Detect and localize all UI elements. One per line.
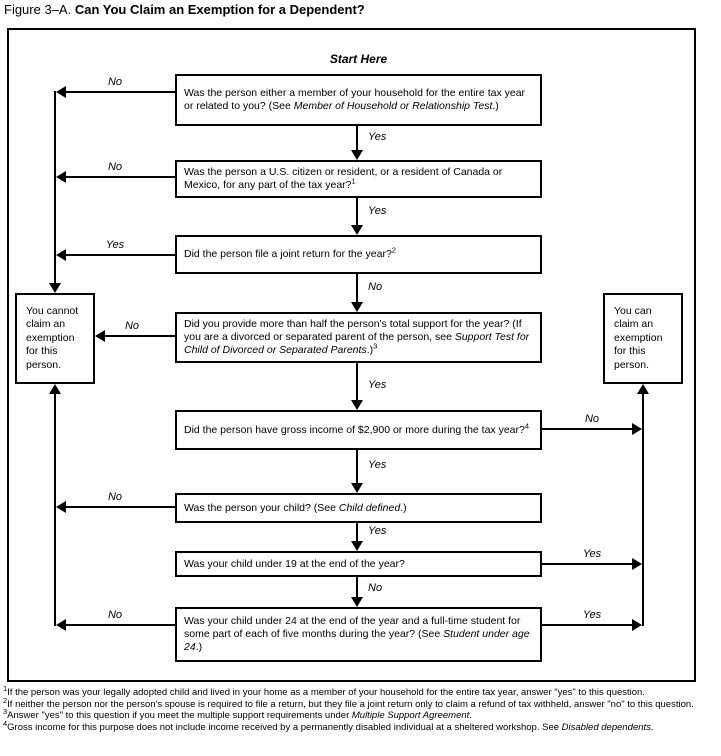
question-box-gross-income: Did the person have gross income of $2,9… xyxy=(175,410,542,450)
footnote-ref: 3 xyxy=(373,341,378,351)
q8-yes-line xyxy=(542,624,632,626)
q2-no-arrowhead xyxy=(56,171,66,183)
question-box-half-support: Did you provide more than half the perso… xyxy=(175,312,542,363)
connector-q2-q3-line xyxy=(356,198,358,225)
connector-q5-q6-line xyxy=(356,450,358,483)
connector-q2-q3-arrowhead xyxy=(351,225,363,235)
connector-q4-q5-arrowhead xyxy=(351,400,363,410)
label-q8-yes: Yes xyxy=(582,609,602,621)
question-text: Did you provide more than half the perso… xyxy=(184,318,530,356)
question-text: Was your child under 19 at the end of th… xyxy=(184,557,405,570)
q6-no-arrowhead xyxy=(56,501,66,513)
can-claim-trunk-line xyxy=(642,394,644,626)
question-text: Did the person file a joint return for t… xyxy=(184,245,396,260)
question-text: Did the person have gross income of $2,9… xyxy=(184,421,530,436)
label-q2-no: No xyxy=(107,161,123,173)
q7-yes-arrowhead xyxy=(632,558,642,570)
question-box-under-24-student: Was your child under 24 at the end of th… xyxy=(175,607,542,662)
label-q2-yes: Yes xyxy=(368,205,387,217)
q8-no-arrowhead xyxy=(56,619,66,631)
outcome-text: You can claim an exemption for this pers… xyxy=(614,304,663,371)
label-q1-no: No xyxy=(107,76,123,88)
start-here-label: Start Here xyxy=(329,52,388,66)
q5-no-line xyxy=(542,428,632,430)
q7-yes-line xyxy=(542,563,632,565)
q3-yes-line xyxy=(66,254,175,256)
figure-title-text: Can You Claim an Exemption for a Depende… xyxy=(74,2,365,17)
label-q6-yes: Yes xyxy=(368,525,387,537)
q1-no-arrowhead xyxy=(56,86,66,98)
connector-q6-q7-line xyxy=(356,523,358,541)
flowchart-canvas xyxy=(7,28,696,682)
outcome-box-cannot-claim: You cannot claim an exemption for this p… xyxy=(15,293,95,384)
label-q5-yes: Yes xyxy=(368,459,387,471)
label-q6-no: No xyxy=(107,491,123,503)
figure-title: Figure 3–A. Can You Claim an Exemption f… xyxy=(4,2,365,17)
question-text: Was the person either a member of your h… xyxy=(184,87,526,112)
footnote-4: 4Gross income for this purpose does not … xyxy=(3,718,654,733)
connector-q4-q5-line xyxy=(356,363,358,400)
label-q3-no: No xyxy=(368,281,383,293)
question-box-your-child: Was the person your child? (See Child de… xyxy=(175,493,542,523)
q1-no-line xyxy=(66,91,175,93)
q3-yes-arrowhead xyxy=(56,249,66,261)
footnote-ref: 4 xyxy=(524,421,530,430)
connector-q1-q2-line xyxy=(356,126,358,150)
cannot-claim-bottom-trunk-line xyxy=(54,394,56,626)
outcome-box-can-claim: You can claim an exemption for this pers… xyxy=(603,293,683,384)
label-q1-yes: Yes xyxy=(368,131,387,143)
question-text: Was the person your child? (See Child de… xyxy=(184,501,407,514)
label-q8-no: No xyxy=(107,609,123,621)
footnotes: 1If the person was your legally adopted … xyxy=(3,683,717,733)
question-box-under-19: Was your child under 19 at the end of th… xyxy=(175,551,542,577)
footnote-ref: 2 xyxy=(391,245,396,255)
question-box-household-or-related: Was the person either a member of your h… xyxy=(175,74,542,126)
footnote-1: 1If the person was your legally adopted … xyxy=(3,683,645,698)
connector-q7-q8-line xyxy=(356,577,358,597)
q6-no-line xyxy=(66,506,175,508)
question-text: Was your child under 24 at the end of th… xyxy=(184,615,530,653)
footnote-ref: 1 xyxy=(351,176,356,186)
figure-number: Figure 3–A. xyxy=(4,2,72,17)
can-claim-bottom-arrowhead xyxy=(637,384,649,394)
connector-q3-q4-line xyxy=(356,274,358,302)
question-box-citizen-or-resident: Was the person a U.S. citizen or residen… xyxy=(175,160,542,198)
q5-no-arrowhead xyxy=(632,423,642,435)
label-q4-yes: Yes xyxy=(368,379,387,391)
connector-q3-q4-arrowhead xyxy=(351,302,363,312)
question-text: Was the person a U.S. citizen or residen… xyxy=(184,166,503,191)
connector-q7-q8-arrowhead xyxy=(351,597,363,607)
connector-q5-q6-arrowhead xyxy=(351,483,363,493)
label-q3-yes: Yes xyxy=(105,239,125,251)
cannot-claim-bottom-arrowhead xyxy=(49,384,61,394)
label-q7-yes: Yes xyxy=(582,548,602,560)
outcome-text: You cannot claim an exemption for this p… xyxy=(26,304,79,371)
q4-no-line xyxy=(105,335,175,337)
q4-no-arrowhead xyxy=(95,330,105,342)
question-box-joint-return: Did the person file a joint return for t… xyxy=(175,235,542,274)
label-q4-no: No xyxy=(124,320,140,332)
q8-yes-arrowhead xyxy=(632,619,642,631)
q2-no-line xyxy=(66,176,175,178)
footnote-3: 3Answer "yes" to this question if you me… xyxy=(3,706,472,721)
cannot-claim-top-trunk-line xyxy=(54,91,56,283)
connector-q6-q7-arrowhead xyxy=(351,541,363,551)
connector-q1-q2-arrowhead xyxy=(351,150,363,160)
q8-no-line xyxy=(66,624,175,626)
label-q5-no: No xyxy=(584,413,600,425)
cannot-claim-top-arrowhead xyxy=(49,283,61,293)
label-q7-no: No xyxy=(368,582,383,594)
footnote-2: 2If neither the person nor the person's … xyxy=(3,695,694,710)
